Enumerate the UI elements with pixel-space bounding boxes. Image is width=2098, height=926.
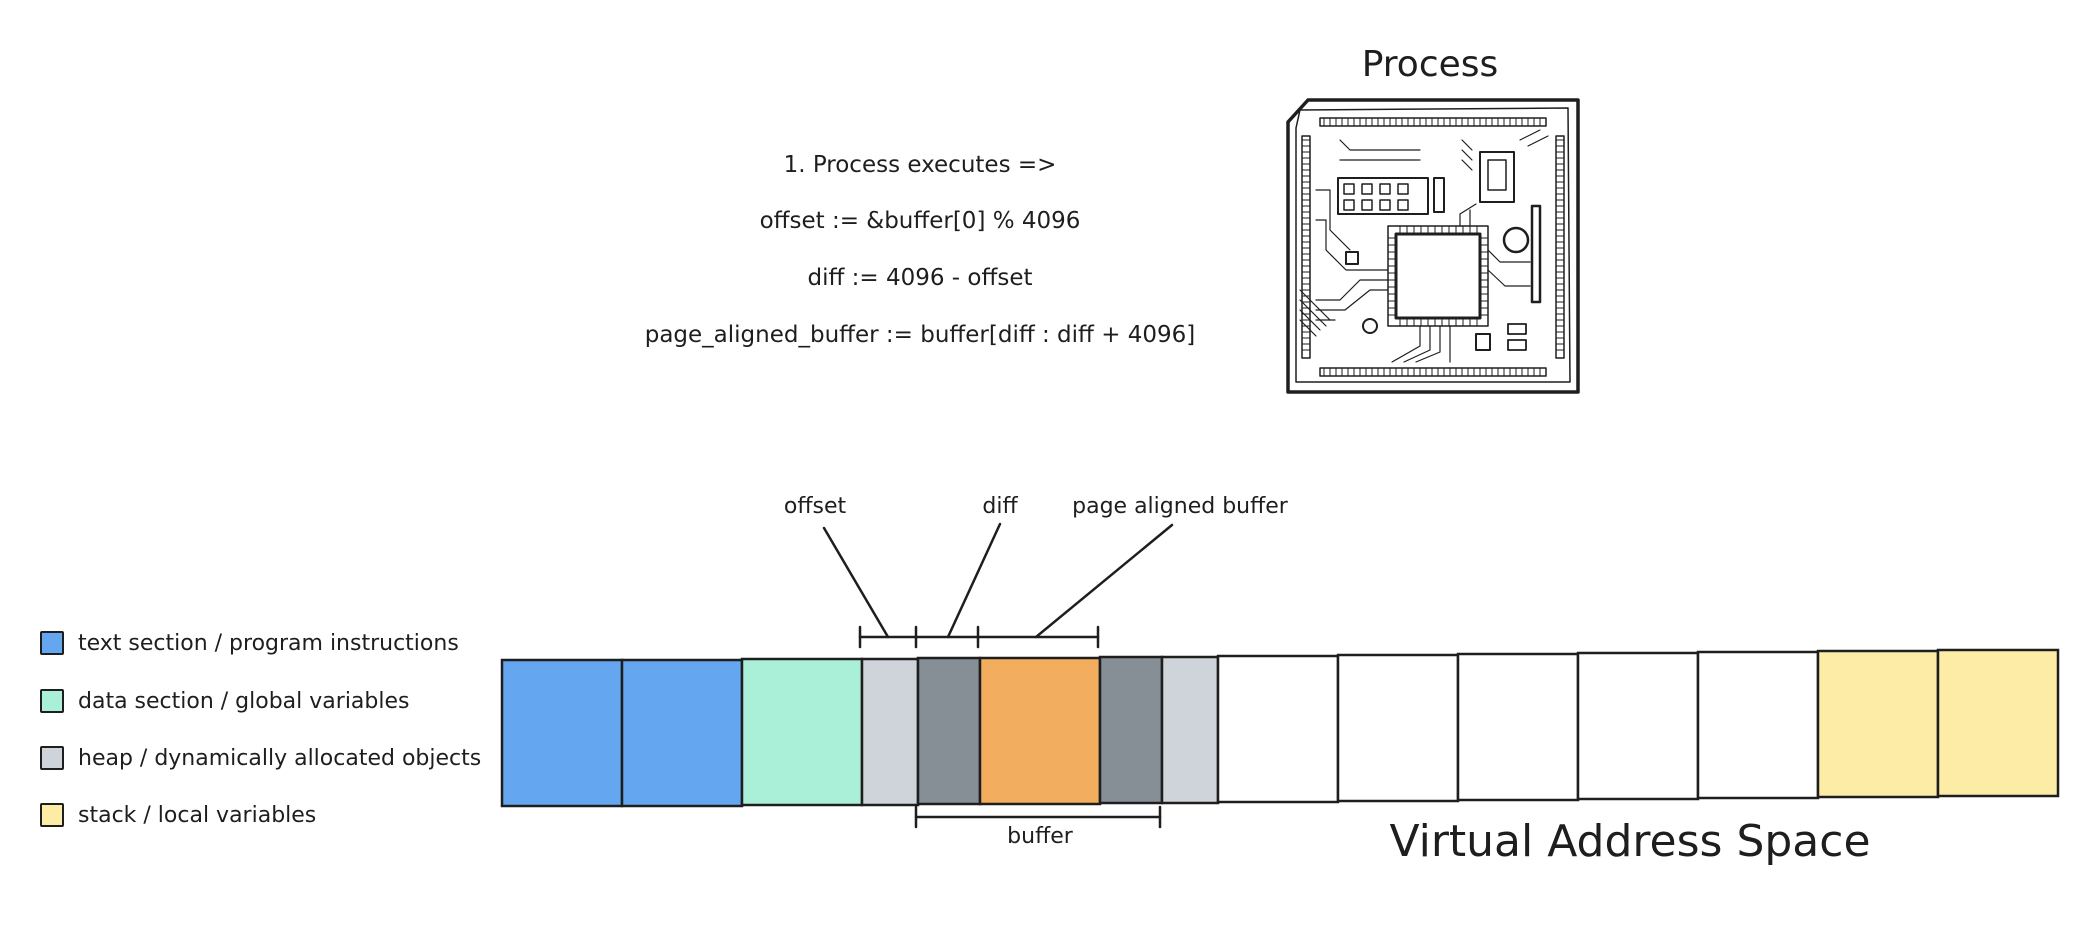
buffer-bracket [914, 805, 1162, 829]
legend-swatch-text [40, 631, 64, 655]
page-aligned-leader-line [1034, 523, 1174, 639]
memory-block-free [1576, 651, 1700, 801]
legend-swatch-data [40, 689, 64, 713]
legend-item-text-section: text section / program instructions [40, 628, 459, 658]
memory-block-heap-light [860, 657, 920, 807]
legend-label: data section / global variables [78, 688, 410, 714]
memory-block-stack [1816, 649, 1940, 799]
top-bracket [858, 625, 1100, 649]
memory-block-free [1336, 653, 1460, 803]
code-line-2: offset := &buffer[0] % 4096 [759, 208, 1081, 234]
memory-block-stack [1936, 648, 2060, 798]
processor-chip-icon [1286, 98, 1580, 394]
process-title: Process [1361, 44, 1499, 85]
page-aligned-buffer-label: page aligned buffer [1072, 494, 1288, 519]
memory-block-text [620, 658, 744, 808]
diff-label: diff [982, 494, 1018, 519]
memory-block-heap-light [1160, 655, 1220, 805]
code-line-1: 1. Process executes => [783, 152, 1057, 178]
virtual-address-space-title: Virtual Address Space [1389, 816, 1871, 867]
legend-item-heap: heap / dynamically allocated objects [40, 743, 481, 773]
memory-block-heap-dark [1098, 655, 1164, 805]
memory-block-page-buffer [978, 656, 1102, 806]
code-line-3: diff := 4096 - offset [807, 265, 1033, 291]
legend-label: text section / program instructions [78, 630, 459, 656]
memory-block-free [1456, 652, 1580, 802]
legend-item-data-section: data section / global variables [40, 686, 409, 716]
legend-label: heap / dynamically allocated objects [78, 745, 482, 771]
diff-leader-line [946, 522, 1002, 639]
code-line-4: page_aligned_buffer := buffer[diff : dif… [644, 322, 1196, 348]
memory-block-data [740, 657, 864, 807]
memory-block-free [1696, 650, 1820, 800]
memory-block-free [1216, 654, 1340, 804]
legend-swatch-heap [40, 746, 64, 770]
memory-block-text [500, 658, 624, 808]
offset-label: offset [783, 494, 847, 519]
memory-block-heap-dark [916, 656, 982, 806]
legend-swatch-stack [40, 803, 64, 827]
legend-item-stack: stack / local variables [40, 800, 316, 830]
memory-blocks [500, 648, 2060, 808]
legend-label: stack / local variables [78, 802, 317, 828]
offset-leader-line [822, 526, 890, 639]
buffer-label: buffer [1007, 824, 1073, 849]
